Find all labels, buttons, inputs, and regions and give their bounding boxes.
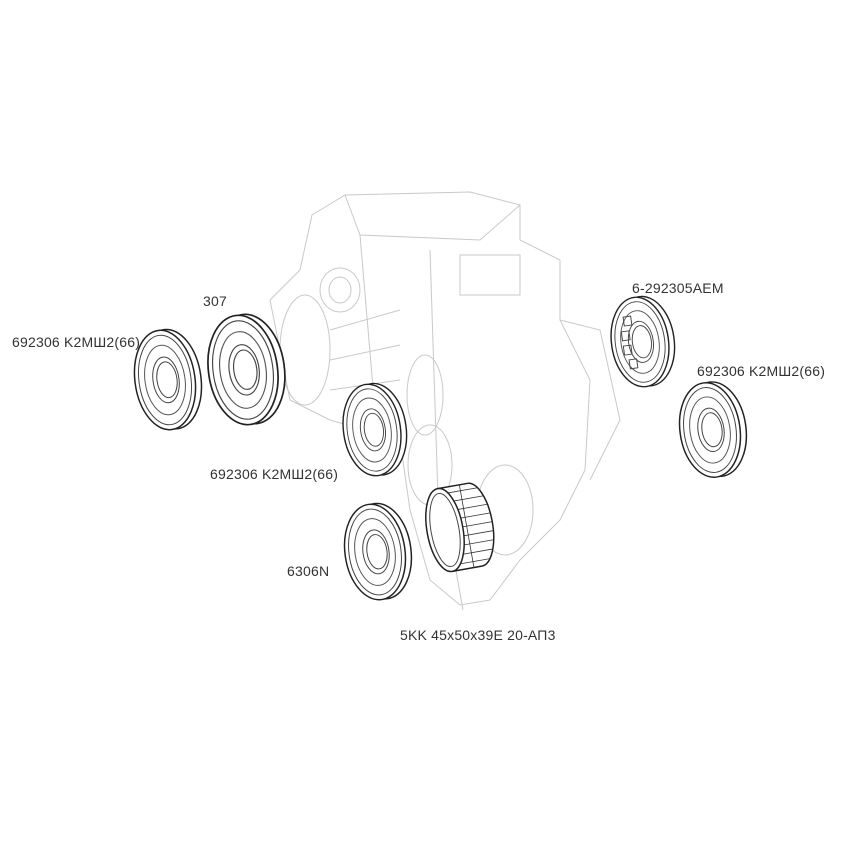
- label-bearing-307: 307: [203, 293, 227, 309]
- bearing-307[interactable]: [200, 308, 293, 431]
- label-bearing-6306n: 6306N: [287, 563, 330, 579]
- label-bearing-6-292305aem: 6-292305AEM: [632, 280, 724, 296]
- label-bearing-692306-right: 692306 K2МШ2(66): [697, 363, 826, 379]
- label-bearing-692306-middle: 692306 K2МШ2(66): [210, 466, 339, 482]
- bearing-6306n[interactable]: [337, 498, 419, 605]
- bearing-6-292305aem[interactable]: [604, 291, 681, 392]
- label-needle-cage: 5KK 45x50x39E 20-АП3: [400, 627, 556, 643]
- bearing-692306-right[interactable]: [672, 377, 754, 482]
- bearing-692306-left[interactable]: [127, 324, 209, 435]
- needle-roller-cage[interactable]: [420, 480, 500, 574]
- label-bearing-692306-left: 692306 K2МШ2(66): [12, 334, 141, 350]
- gearbox-housing: [269, 191, 621, 611]
- bearing-692306-middle[interactable]: [336, 378, 413, 481]
